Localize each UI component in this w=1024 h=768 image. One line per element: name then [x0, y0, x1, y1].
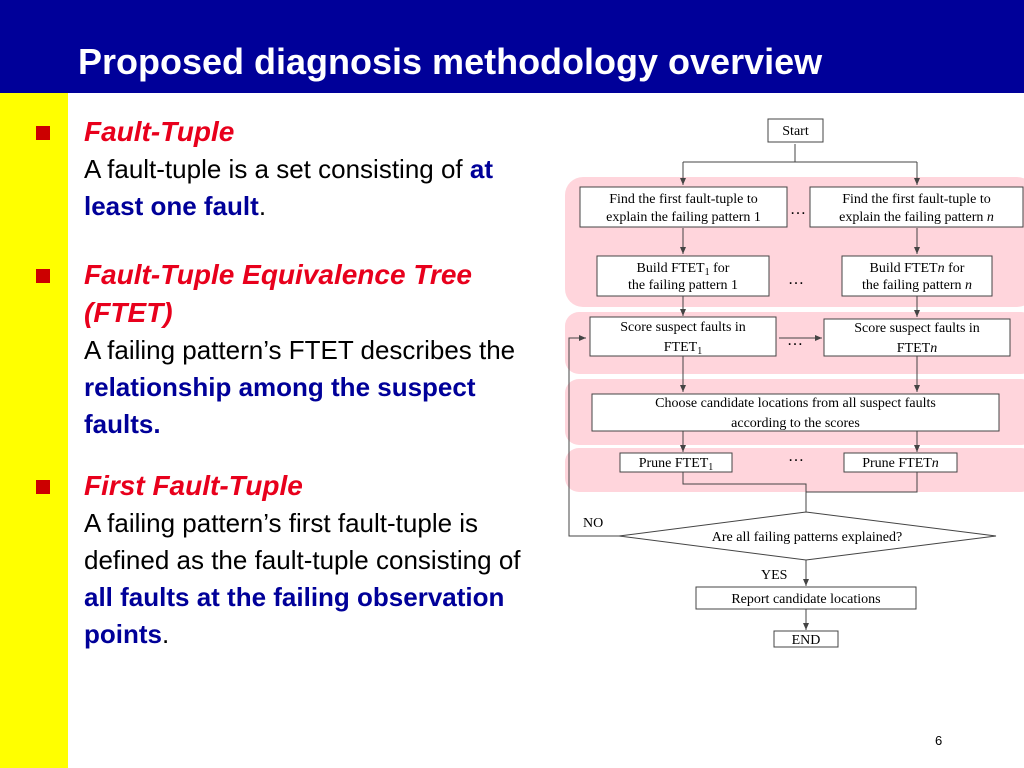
build-ftet-1-box: Build FTET1 for the failing pattern 1	[596, 255, 770, 297]
square-bullet-icon	[36, 480, 50, 494]
slide-title: Proposed diagnosis methodology overview	[78, 41, 823, 82]
bullet-text: A fault-tuple is a set consisting of at …	[84, 154, 494, 221]
bullet-text: A failing pattern’s FTET describes the r…	[84, 335, 516, 439]
yes-label: YES	[761, 568, 787, 583]
bullet-ftet: Fault-Tuple Equivalence Tree (FTET) A fa…	[36, 256, 566, 467]
ellipsis: …	[787, 332, 803, 349]
decision-diamond: Are all failing patterns explained?	[618, 511, 997, 561]
svg-text:the failing pattern n: the failing pattern n	[862, 278, 972, 293]
svg-text:Score suspect faults in: Score suspect faults in	[620, 320, 746, 335]
start-node: Start	[767, 118, 824, 143]
score-ftet-n-box: Score suspect faults in FTETn	[823, 318, 1011, 357]
find-first-tuple-1-box: Find the first fault-tuple to explain th…	[579, 186, 788, 228]
no-label: NO	[583, 516, 603, 531]
prune-ftet-n-box: Prune FTETn	[843, 452, 958, 473]
svg-text:Choose candidate locations fro: Choose candidate locations from all susp…	[655, 396, 936, 411]
svg-text:Start: Start	[782, 124, 809, 139]
svg-text:explain the failing pattern 1: explain the failing pattern 1	[606, 210, 761, 225]
prune-ftet-1-box: Prune FTET1	[619, 452, 733, 473]
score-ftet-1-box: Score suspect faults in FTET1	[589, 316, 777, 357]
svg-text:Find the first fault-tuple to: Find the first fault-tuple to	[609, 192, 758, 207]
highlight-text: at least one fault	[84, 154, 494, 221]
square-bullet-icon	[36, 269, 50, 283]
svg-text:Build FTETn for: Build FTETn for	[870, 261, 965, 276]
flowchart: Start Find the first fault-tuple to expl…	[565, 118, 1024, 648]
svg-text:Prune FTET1: Prune FTET1	[639, 456, 714, 473]
svg-text:the failing pattern 1: the failing pattern 1	[628, 278, 738, 293]
svg-text:FTET1: FTET1	[664, 340, 702, 357]
svg-text:FTETn: FTETn	[897, 341, 937, 356]
report-candidates-box: Report candidate locations	[695, 586, 917, 610]
bullet-heading-line2: (FTET)	[84, 297, 173, 328]
svg-text:Report candidate locations: Report candidate locations	[731, 592, 880, 607]
svg-text:explain the failing pattern n: explain the failing pattern n	[839, 210, 994, 225]
bullet-heading: Fault-Tuple	[84, 116, 235, 147]
end-node: END	[773, 630, 839, 648]
left-sidebar-stripe	[0, 93, 68, 768]
svg-text:Find the first fault-tuple to: Find the first fault-tuple to	[842, 192, 991, 207]
page-number: 6	[935, 733, 943, 748]
highlight-text: relationship among the suspect faults	[84, 372, 476, 439]
build-ftet-n-box: Build FTETn for the failing pattern n	[841, 255, 993, 297]
svg-text:END: END	[792, 633, 821, 648]
bullet-heading: Fault-Tuple Equivalence Tree	[84, 259, 472, 290]
find-first-tuple-n-box: Find the first fault-tuple to explain th…	[809, 186, 1024, 228]
svg-text:Score suspect faults in: Score suspect faults in	[854, 321, 980, 336]
ellipsis: …	[788, 448, 804, 465]
square-bullet-icon	[36, 126, 50, 140]
svg-text:Prune FTETn: Prune FTETn	[862, 456, 939, 471]
ellipsis: …	[788, 271, 804, 288]
bullet-text: A failing pattern’s first fault-tuple is…	[84, 508, 521, 649]
choose-candidates-box: Choose candidate locations from all susp…	[591, 393, 1000, 432]
highlight-text: all faults at the failing observation po…	[84, 582, 505, 649]
bullet-first-fault-tuple: First Fault-Tuple A failing pattern’s fi…	[36, 467, 566, 653]
bullet-heading: First Fault-Tuple	[84, 470, 303, 501]
svg-text:Build FTET1 for: Build FTET1 for	[637, 261, 730, 278]
ellipsis: …	[790, 201, 806, 218]
title-bar	[0, 0, 1024, 93]
svg-text:according to the scores: according to the scores	[731, 416, 860, 431]
bullet-list: Fault-Tuple A fault-tuple is a set consi…	[36, 113, 566, 653]
bullet-fault-tuple: Fault-Tuple A fault-tuple is a set consi…	[36, 113, 566, 256]
svg-text:Are all failing patterns expla: Are all failing patterns explained?	[712, 530, 902, 545]
